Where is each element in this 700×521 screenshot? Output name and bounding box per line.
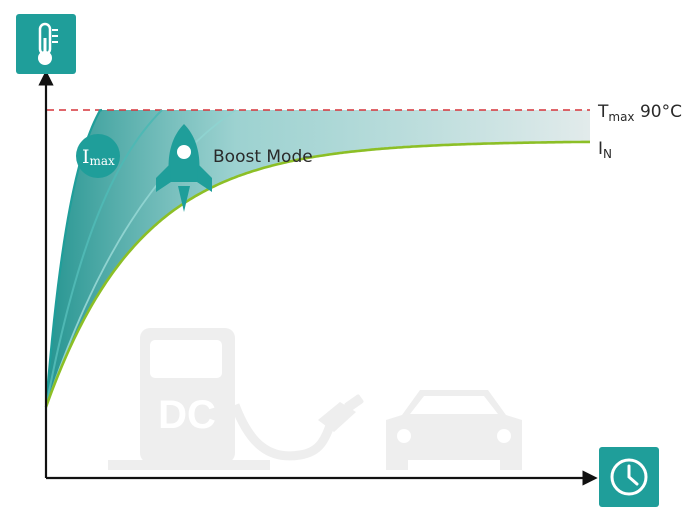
imax-badge: Imax xyxy=(76,134,120,178)
background-illustration: DC xyxy=(108,328,522,470)
boost-mode-label: Boost Mode xyxy=(213,147,313,167)
in-label: IN xyxy=(598,139,612,161)
boost-region-fill xyxy=(46,110,590,407)
imax-label: Imax xyxy=(82,146,115,168)
nominal-current-curve xyxy=(44,140,590,408)
dc-label: DC xyxy=(158,393,216,437)
boost-curve-low xyxy=(45,109,237,408)
charging-cable xyxy=(230,403,337,461)
rocket-icon xyxy=(156,124,212,212)
charging-station-icon xyxy=(108,328,270,470)
car-icon xyxy=(386,390,522,470)
charging-plug-icon xyxy=(318,394,364,432)
tmax-label: Tmax 90°C xyxy=(597,102,682,124)
boost-curve-imax xyxy=(44,108,103,408)
thermometer-icon xyxy=(16,14,76,74)
boost-curve-mid xyxy=(45,109,163,408)
clock-icon xyxy=(599,447,659,507)
